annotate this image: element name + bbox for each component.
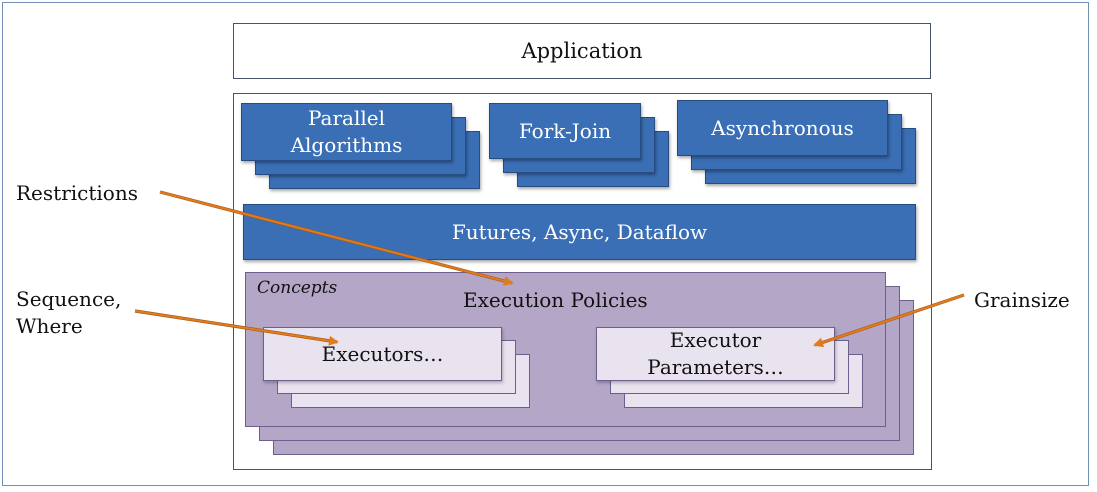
application-box: Application xyxy=(233,23,931,79)
parallel-algorithms-box: Parallel Algorithms xyxy=(241,103,452,161)
execution-policies-label: Execution Policies xyxy=(463,288,648,312)
fork-join-box: Fork-Join xyxy=(489,103,641,159)
sequence-where-arrow xyxy=(134,310,339,346)
restrictions-arrow xyxy=(159,191,514,286)
restrictions-label: Restrictions xyxy=(16,181,138,205)
futures-bar: Futures, Async, Dataflow xyxy=(243,204,916,260)
executor-parameters-box: Executor Parameters… xyxy=(596,327,835,381)
grainsize-label: Grainsize xyxy=(974,288,1070,312)
diagram-frame xyxy=(2,2,1089,486)
sequence-where-label: Sequence, Where xyxy=(16,287,122,338)
concepts-label: Concepts xyxy=(257,278,338,298)
grainsize-arrow xyxy=(813,294,965,348)
asynchronous-box: Asynchronous xyxy=(677,100,888,156)
application-label: Application xyxy=(521,39,643,63)
